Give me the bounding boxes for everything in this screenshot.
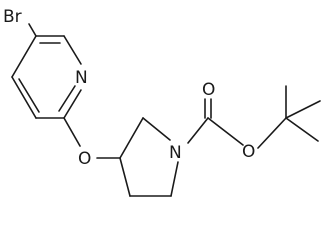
bond-c6-n1-inner	[58, 85, 76, 112]
bond-cq-me-down	[285, 117, 319, 142]
bond-c2p-n	[142, 117, 171, 141]
bond-n-ccarbonyl	[187, 117, 209, 144]
atom-labels: Br N O N O O	[3, 7, 255, 169]
atom-o-carbonyl: O	[202, 80, 215, 100]
bond-c3-c4	[11, 35, 37, 78]
bond-oester-cq	[257, 117, 287, 149]
bond-c3-br	[28, 23, 37, 37]
bond-c3p-c2p	[119, 117, 144, 159]
bond-c4-c5-inner	[18, 78, 40, 113]
structure-canvas: Br N O N O O	[3, 7, 321, 197]
bond-c4p-c3p	[119, 157, 131, 197]
molecule-diagram: Br N O N O O	[3, 7, 321, 197]
bonds	[11, 23, 321, 197]
bond-c6-o	[63, 117, 81, 147]
atom-n-pyrrolidine: N	[169, 143, 182, 163]
bond-c6-n1	[63, 89, 82, 119]
bond-c4-c5	[11, 76, 37, 119]
atom-o-ester: O	[242, 142, 255, 162]
atom-br: Br	[3, 7, 22, 27]
bond-ccarbonyl-oester	[207, 117, 244, 146]
atom-o-ether: O	[78, 149, 91, 169]
bond-cq-me-right	[285, 100, 321, 119]
bond-n-c5p	[170, 161, 179, 197]
bond-n1-c2	[63, 35, 82, 65]
atom-n-pyridine: N	[75, 68, 88, 88]
